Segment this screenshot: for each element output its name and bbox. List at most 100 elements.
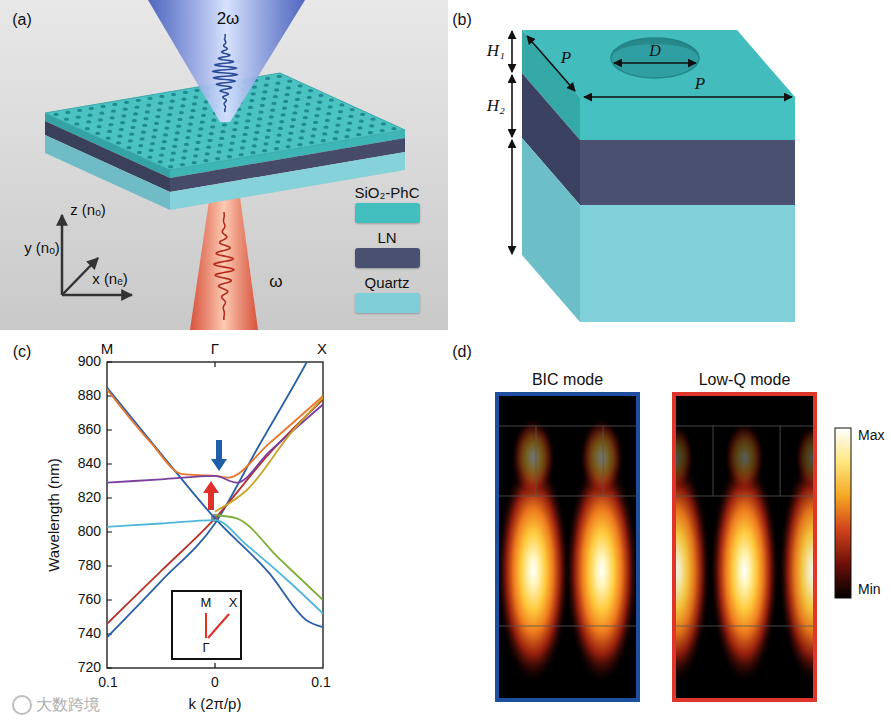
air-hole bbox=[181, 156, 186, 159]
tick-label: 880 bbox=[78, 388, 101, 403]
air-hole bbox=[87, 114, 92, 117]
air-hole bbox=[256, 124, 261, 127]
air-hole bbox=[283, 100, 288, 103]
air-hole bbox=[307, 96, 312, 99]
air-hole bbox=[249, 99, 254, 102]
air-hole bbox=[227, 155, 232, 158]
air-hole bbox=[261, 97, 266, 100]
wave-packet bbox=[214, 212, 234, 320]
air-hole bbox=[207, 139, 212, 142]
tick-label: 720 bbox=[78, 660, 101, 675]
air-hole bbox=[276, 134, 281, 137]
air-hole bbox=[193, 96, 198, 99]
air-hole bbox=[120, 121, 125, 124]
dimension-arrow bbox=[511, 31, 513, 72]
symmetry-point: Γ bbox=[211, 341, 219, 358]
air-hole bbox=[139, 137, 144, 140]
air-hole bbox=[142, 124, 147, 127]
air-hole bbox=[137, 151, 142, 154]
air-hole bbox=[359, 120, 364, 123]
field-lobe bbox=[779, 459, 813, 683]
structure-outline bbox=[603, 426, 604, 496]
dimension-label: P bbox=[561, 49, 571, 68]
air-hole bbox=[159, 95, 164, 98]
air-hole bbox=[368, 131, 373, 134]
air-hole bbox=[350, 108, 355, 111]
air-hole bbox=[124, 101, 129, 104]
air-hole bbox=[180, 104, 185, 107]
field-map bbox=[676, 396, 813, 698]
air-hole bbox=[370, 118, 375, 121]
structure-outline bbox=[499, 496, 636, 497]
air-hole bbox=[189, 116, 194, 119]
air-hole bbox=[182, 150, 187, 153]
field-lobe bbox=[676, 424, 694, 492]
wave-packet bbox=[213, 34, 237, 112]
legend-label: Quartz bbox=[364, 275, 409, 292]
air-hole bbox=[202, 107, 207, 110]
air-hole bbox=[167, 113, 172, 116]
air-hole bbox=[232, 128, 237, 131]
air-hole bbox=[611, 38, 699, 78]
air-hole bbox=[360, 113, 365, 116]
air-hole bbox=[265, 136, 270, 139]
air-hole bbox=[86, 120, 91, 123]
air-hole bbox=[145, 110, 150, 113]
air-hole bbox=[344, 135, 349, 138]
air-hole bbox=[147, 97, 152, 100]
air-hole bbox=[275, 82, 280, 85]
air-hole bbox=[205, 152, 210, 155]
air-hole bbox=[134, 106, 139, 109]
air-hole bbox=[260, 104, 265, 107]
legend-label: LN bbox=[377, 230, 396, 247]
air-hole bbox=[262, 90, 267, 93]
color-bar bbox=[835, 428, 851, 598]
air-hole bbox=[53, 113, 58, 116]
air-hole bbox=[192, 102, 197, 105]
air-hole bbox=[123, 108, 128, 111]
field-lobe bbox=[676, 459, 710, 683]
panel-heading: Low-Q mode bbox=[699, 371, 791, 389]
symmetry-point: X bbox=[317, 341, 327, 358]
air-hole bbox=[171, 152, 176, 155]
axis-arrow bbox=[62, 294, 132, 297]
air-hole bbox=[143, 117, 148, 120]
air-hole bbox=[64, 118, 69, 121]
air-hole bbox=[287, 138, 292, 141]
field-lobe bbox=[795, 424, 813, 492]
dimension-arrow bbox=[511, 75, 513, 137]
air-hole bbox=[133, 112, 138, 115]
air-hole bbox=[219, 137, 224, 140]
air-hole bbox=[155, 115, 160, 118]
air-hole bbox=[107, 130, 112, 133]
air-hole bbox=[193, 154, 198, 157]
air-hole bbox=[298, 84, 303, 87]
air-hole bbox=[348, 115, 353, 118]
band-curve bbox=[215, 515, 323, 600]
field-map bbox=[499, 396, 636, 698]
air-hole bbox=[149, 149, 154, 152]
air-hole bbox=[119, 128, 124, 131]
air-hole bbox=[274, 88, 279, 91]
air-hole bbox=[356, 133, 361, 136]
air-hole bbox=[250, 151, 255, 154]
air-hole bbox=[129, 133, 134, 136]
air-hole bbox=[312, 128, 317, 131]
air-hole bbox=[177, 118, 182, 121]
structure-outline bbox=[676, 626, 813, 627]
air-hole bbox=[321, 139, 326, 142]
watermark: 大数跨境 bbox=[36, 696, 100, 714]
ln-layer bbox=[580, 140, 795, 205]
air-hole bbox=[270, 109, 275, 112]
watermark-logo bbox=[13, 696, 31, 714]
air-hole bbox=[136, 99, 141, 102]
air-hole bbox=[301, 123, 306, 126]
air-hole bbox=[277, 75, 282, 78]
air-hole bbox=[286, 145, 291, 148]
symmetry-point: M bbox=[201, 596, 212, 610]
band-curve bbox=[107, 405, 323, 483]
dimension-label: P bbox=[695, 75, 705, 94]
air-hole bbox=[99, 112, 104, 115]
air-hole bbox=[229, 142, 234, 145]
structure-outline bbox=[499, 626, 636, 627]
